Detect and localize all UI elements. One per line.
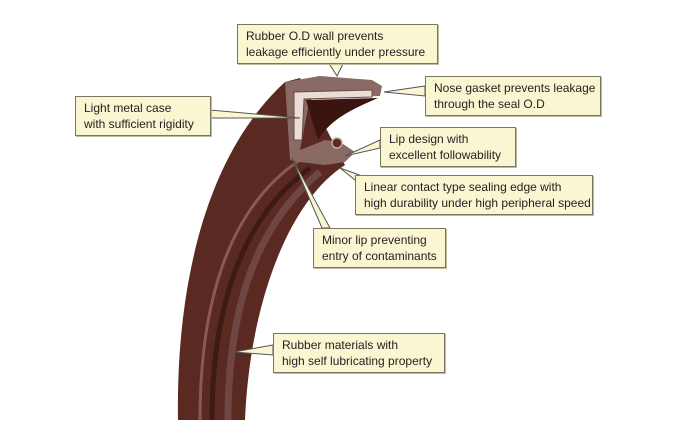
callout-text: Rubber materials with [282, 338, 399, 352]
nose-cavity [306, 98, 378, 140]
pointer-lip-design [344, 139, 381, 157]
callout-text: excellent followability [389, 148, 502, 162]
callout-minor-lip: Minor lip preventing entry of contaminan… [313, 228, 446, 268]
callout-od-wall: Rubber O.D wall prevents leakage efficie… [237, 24, 438, 64]
callout-text: leakage efficiently under pressure [246, 45, 426, 59]
callout-text: Rubber O.D wall prevents [246, 29, 384, 43]
callout-metal-case: Light metal case with sufficient rigidit… [75, 96, 211, 136]
callout-text: with sufficient rigidity [84, 117, 194, 131]
garter-spring [331, 137, 343, 149]
callout-nose-gasket: Nose gasket prevents leakage through the… [425, 76, 601, 116]
seal-ring-stripe [209, 165, 312, 421]
callout-text: Linear contact type sealing edge with [364, 180, 562, 194]
callout-lip-design: Lip design with excellent followability [380, 127, 516, 167]
callout-text: Nose gasket prevents leakage [434, 81, 596, 95]
callout-text: Lip design with [389, 132, 469, 146]
callout-text: Minor lip preventing [322, 233, 427, 247]
seal-ring-stripe [198, 158, 301, 421]
seal-ring-highlight [224, 169, 323, 421]
metal-case-insert [293, 89, 373, 141]
callout-text: high durability under high peripheral sp… [364, 196, 591, 210]
callout-rubber-materials: Rubber materials with high self lubricat… [273, 333, 445, 373]
callout-text: high self lubricating property [282, 354, 433, 368]
pointer-nose-gasket [383, 85, 426, 97]
callout-text: entry of contaminants [322, 249, 437, 263]
callout-text: through the seal O.D [434, 97, 545, 111]
pointer-od-wall [327, 61, 345, 78]
callout-sealing-edge: Linear contact type sealing edge with hi… [355, 175, 593, 215]
callout-text: Light metal case [84, 101, 172, 115]
